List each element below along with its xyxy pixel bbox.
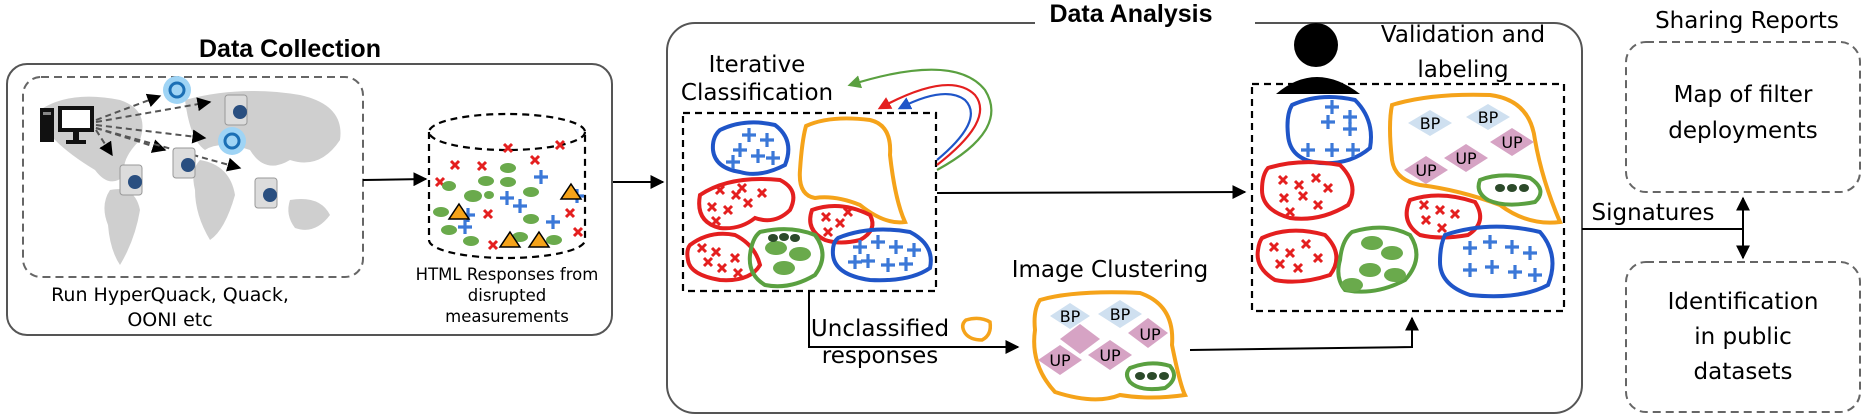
server-icon	[119, 164, 143, 196]
up-tag: UP	[1415, 161, 1437, 180]
responses-database: HTML Responses from disrupted measuremen…	[416, 112, 599, 326]
image-clustering-label: Image Clustering	[1012, 257, 1209, 283]
iterative-classification-box	[681, 111, 938, 293]
sharing-reports-panel: Sharing Reports Map of filter deployment…	[1582, 8, 1861, 413]
validation-label-1: Validation and	[1381, 22, 1545, 48]
storage-caption-2: disrupted	[468, 286, 546, 305]
server-icon	[224, 94, 248, 126]
unclassified-shape-icon	[961, 316, 993, 342]
storage-caption-3: measurements	[445, 307, 569, 326]
firewall-icon	[218, 127, 246, 155]
map-report-line-1: Map of filter	[1674, 82, 1813, 108]
up-tag: UP	[1099, 346, 1121, 365]
iterative-label-1: Iterative	[709, 52, 806, 78]
sharing-reports-title: Sharing Reports	[1655, 8, 1839, 34]
up-tag: UP	[1049, 351, 1071, 370]
arrow-to-validation	[936, 185, 1247, 200]
bp-tag: BP	[1060, 307, 1081, 326]
arrow-clustering-to-validation	[1189, 316, 1419, 351]
data-analysis-panel: Data Analysis Iterative Classification	[666, 0, 1583, 414]
identification-box	[1625, 261, 1861, 413]
validation-label-2: labeling	[1417, 57, 1508, 83]
iterative-label-2: Classification	[681, 80, 833, 106]
response-markers	[433, 139, 586, 251]
bp-tag: BP	[1110, 305, 1131, 324]
firewall-icon	[163, 76, 191, 104]
iterative-clusters	[685, 116, 933, 289]
image-clustering-cluster: BP BP UP UP UP	[1032, 290, 1189, 402]
data-analysis-title: Data Analysis	[1049, 0, 1212, 28]
signatures-label: Signatures	[1592, 200, 1715, 226]
computer-icon	[40, 106, 94, 144]
up-tag: UP	[1455, 149, 1477, 168]
unclassified-label-2: responses	[822, 343, 938, 369]
probe-lines	[95, 93, 242, 172]
data-collection-caption-1: Run HyperQuack, Quack,	[51, 284, 289, 306]
validation-box	[1250, 82, 1566, 313]
validation-clusters: BP BP UP UP UP	[1255, 92, 1563, 299]
analyst-icon	[1276, 23, 1360, 94]
up-tag: UP	[1501, 133, 1523, 152]
data-collection-caption-2: OONI etc	[127, 309, 212, 331]
server-icon	[254, 177, 278, 209]
map-report-box	[1625, 41, 1861, 193]
arrow-to-storage	[362, 172, 428, 187]
arrow-to-clustering	[808, 292, 1020, 354]
feedback-arrows	[847, 68, 993, 171]
data-collection-title: Data Collection	[199, 35, 381, 63]
bp-tag: BP	[1420, 114, 1441, 133]
identification-line-3: datasets	[1694, 359, 1793, 385]
identification-line-1: Identification	[1668, 289, 1819, 315]
up-tag: UP	[1139, 325, 1161, 344]
server-icon	[172, 147, 196, 179]
data-collection-panel: Data Collection	[6, 35, 613, 336]
storage-caption-1: HTML Responses from	[416, 265, 599, 284]
map-report-line-2: deployments	[1668, 118, 1818, 144]
identification-line-2: in public	[1694, 324, 1791, 350]
unclassified-label-1: Unclassified	[811, 316, 949, 342]
bp-tag: BP	[1478, 108, 1499, 127]
